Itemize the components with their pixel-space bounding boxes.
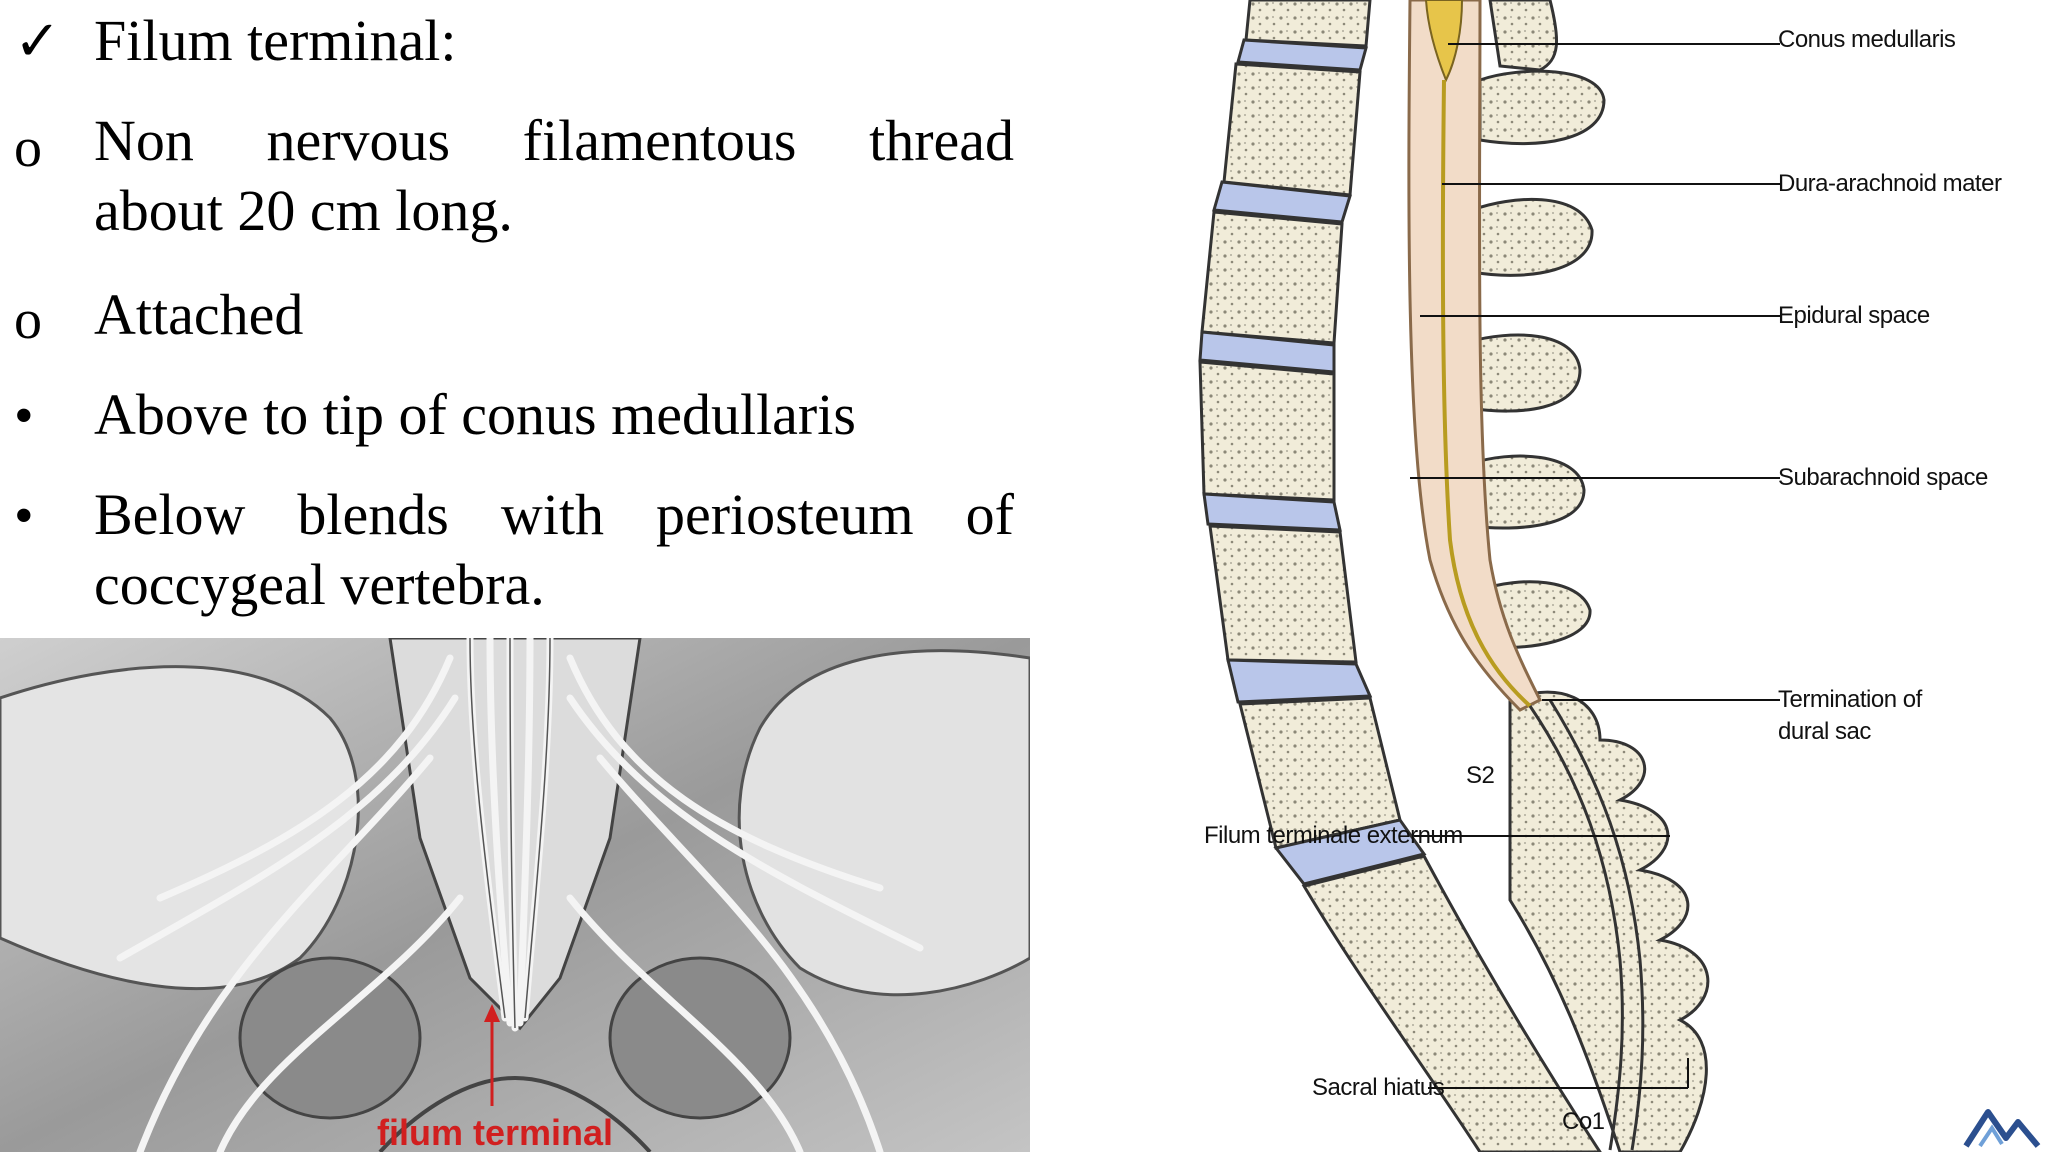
label-conus-medullaris: Conus medullaris — [1778, 26, 1956, 53]
spine-diagram — [1180, 0, 2048, 1152]
bullet-text-line: about 20 cm long. — [94, 178, 513, 243]
dot-bullet-icon: • — [14, 385, 34, 447]
pelvis-drawing — [0, 638, 1030, 1152]
check-icon: ✓ — [14, 11, 61, 73]
label-epidural-space: Epidural space — [1778, 302, 1930, 329]
bullet-text: Non nervous filamentous thread about 20 … — [94, 106, 1014, 246]
label-subarachnoid-space: Subarachnoid space — [1778, 464, 1988, 491]
label-dura-arachnoid: Dura-arachnoid mater — [1778, 170, 2002, 197]
circle-bullet-icon: o — [14, 117, 42, 179]
pelvis-illustration — [0, 638, 1030, 1152]
bullet-text-line: coccygeal vertebra. — [94, 552, 545, 617]
bullet-text: Above to tip of conus medullaris — [94, 382, 856, 447]
filum-terminal-caption: filum terminal — [376, 1112, 614, 1153]
label-filum-terminale-externum: Filum terminale externum — [1204, 822, 1463, 849]
bullet-text-line: Below blends with periosteum of — [94, 482, 1014, 547]
label-s2: S2 — [1466, 762, 1495, 789]
bullet-heading: Filum terminal: — [94, 8, 457, 73]
label-co1: Co1 — [1562, 1108, 1605, 1135]
mountain-logo-icon — [1963, 1109, 2041, 1148]
bullet-text: Attached — [94, 282, 304, 347]
circle-bullet-icon: o — [14, 289, 42, 351]
label-termination-dural-sac-line2: dural sac — [1778, 718, 1871, 745]
bullet-text: Below blends with periosteum of coccygea… — [94, 480, 1014, 620]
spine-drawing — [1198, 0, 1780, 1152]
dot-bullet-icon: • — [14, 485, 34, 547]
label-termination-dural-sac: Termination of — [1778, 686, 1922, 713]
bullet-text-line: Non nervous filamentous thread — [94, 108, 1014, 173]
label-sacral-hiatus: Sacral hiatus — [1312, 1074, 1445, 1101]
